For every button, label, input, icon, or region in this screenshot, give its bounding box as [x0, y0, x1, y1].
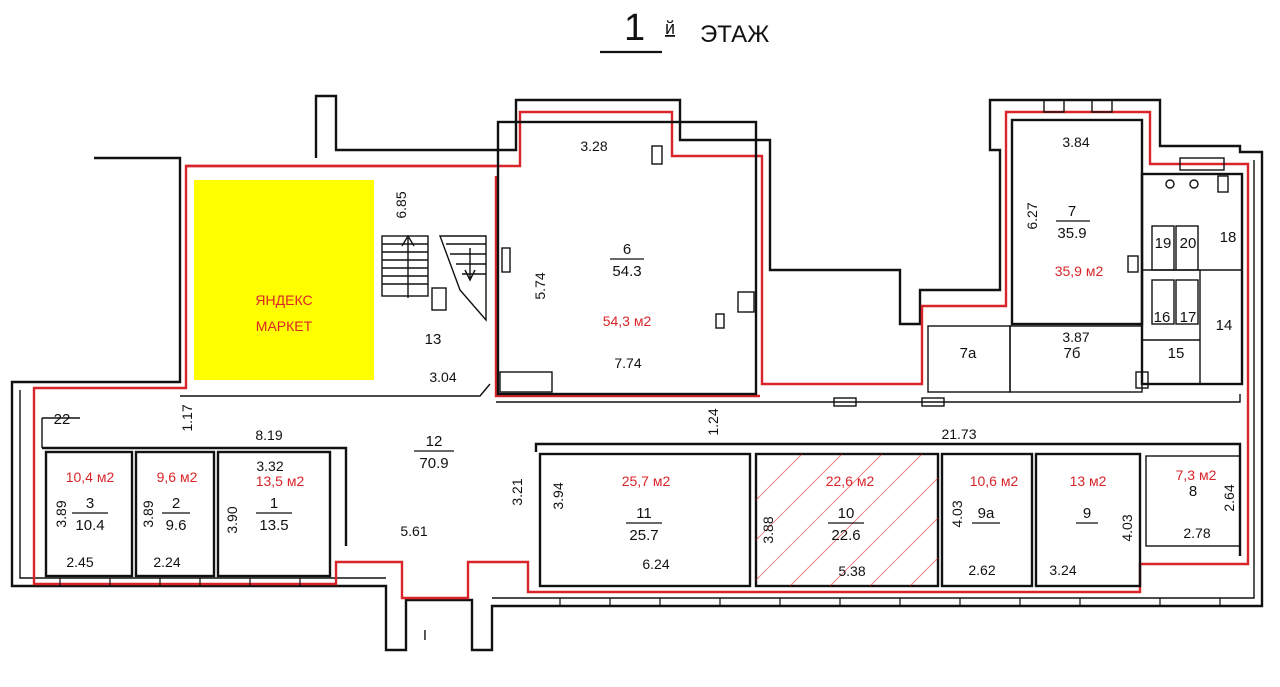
- room-10-area-label: 22,6 м2: [826, 473, 875, 489]
- room-8-area-label: 7,3 м2: [1176, 467, 1217, 483]
- room-1-number: 1: [270, 495, 278, 512]
- dim-5-38: 5.38: [838, 563, 865, 579]
- dim-1-24: 1.24: [705, 408, 721, 435]
- room-3-area-label: 10,4 м2: [66, 469, 115, 485]
- dim-3-28: 3.28: [580, 138, 607, 154]
- room-6-number: 6: [623, 241, 631, 258]
- room-12-area: 70.9: [419, 455, 448, 472]
- dim-2-64: 2.64: [1221, 484, 1237, 511]
- dim-8-19: 8.19: [255, 427, 282, 443]
- dim-3-04: 3.04: [429, 369, 456, 385]
- dim-3-32: 3.32: [256, 458, 283, 474]
- room-15-number: 15: [1168, 345, 1185, 362]
- entrance-mark: I: [423, 627, 427, 644]
- room-20-number: 20: [1180, 235, 1197, 252]
- floor-suffix: й: [665, 18, 675, 38]
- room-12-number: 12: [426, 433, 443, 450]
- room-17-number: 17: [1180, 309, 1197, 326]
- hatching-room-10: [755, 453, 939, 587]
- staircase-left: [381, 234, 429, 298]
- room-10-area: 22.6: [831, 527, 860, 544]
- room-7-area-label: 35,9 м2: [1055, 263, 1104, 279]
- dim-3-84: 3.84: [1062, 134, 1089, 150]
- room-6-area: 54.3: [612, 263, 641, 280]
- room-labels: 6 54.3 7 35.9 12 70.9 3 10.4 2 9.6 1 13.…: [54, 203, 1237, 544]
- dim-6-27: 6.27: [1024, 202, 1040, 229]
- dim-3-24: 3.24: [1049, 562, 1076, 578]
- room-6-area-label: 54,3 м2: [603, 313, 652, 329]
- room-16-number: 16: [1154, 309, 1171, 326]
- room-22-number: 22: [54, 411, 71, 428]
- dim-6-24: 6.24: [642, 556, 669, 572]
- fixtures: [499, 99, 1229, 407]
- area-labels: 54,3 м2 35,9 м2 10,4 м2 9,6 м2 13,5 м2 2…: [66, 263, 1217, 489]
- room-13-number: 13: [425, 331, 442, 348]
- room-2-number: 2: [172, 495, 180, 512]
- room-11-area: 25.7: [629, 527, 658, 544]
- dim-3-89-room3: 3.89: [53, 500, 69, 527]
- room-9a-area-label: 10,6 м2: [970, 473, 1019, 489]
- window-ticks: [59, 578, 1221, 606]
- room-1-area-label: 13,5 м2: [256, 473, 305, 489]
- yandex-market-area: [194, 180, 374, 380]
- dim-2-62: 2.62: [968, 562, 995, 578]
- dim-3-94: 3.94: [550, 482, 566, 509]
- red-outline: [32, 110, 1250, 600]
- outer-walls: [10, 94, 1264, 652]
- room-7-number: 7: [1068, 203, 1076, 220]
- dim-2-78: 2.78: [1183, 525, 1210, 541]
- room-7b-number: 7б: [1064, 345, 1081, 362]
- room-7-area: 35.9: [1057, 225, 1086, 242]
- dim-1-17: 1.17: [179, 404, 195, 431]
- room-11-area-label: 25,7 м2: [622, 473, 671, 489]
- room-3-area: 10.4: [75, 517, 104, 534]
- dimension-labels: 3.28 5.74 7.74 3.84 6.27 3.87 6.85 3.04 …: [53, 134, 1237, 579]
- dim-3-90: 3.90: [224, 506, 240, 533]
- floor-word: ЭТАЖ: [700, 21, 769, 48]
- room-2-area-label: 9,6 м2: [157, 469, 198, 485]
- room-9-number: 9: [1083, 505, 1091, 522]
- yandex-label-line2: МАРКЕТ: [256, 318, 313, 334]
- dim-5-61: 5.61: [400, 523, 427, 539]
- room-14-number: 14: [1216, 317, 1233, 334]
- dim-5-74: 5.74: [532, 272, 548, 299]
- dim-3-89-room2: 3.89: [140, 500, 156, 527]
- dim-3-88: 3.88: [760, 516, 776, 543]
- floor-title: 1 й ЭТАЖ: [600, 7, 769, 54]
- room-1-area: 13.5: [259, 517, 288, 534]
- interior-walls: [41, 118, 1244, 588]
- room-9a-number: 9а: [978, 505, 995, 522]
- dim-3-87: 3.87: [1062, 329, 1089, 345]
- floor-number: 1: [624, 7, 645, 49]
- room-9-area-label: 13 м2: [1070, 473, 1107, 489]
- room-18-number: 18: [1220, 229, 1237, 246]
- dim-4-03-room9a: 4.03: [949, 500, 965, 527]
- dim-2-24: 2.24: [153, 554, 180, 570]
- room-10-number: 10: [838, 505, 855, 522]
- dim-2-45: 2.45: [66, 554, 93, 570]
- dim-4-03-room9: 4.03: [1119, 514, 1135, 541]
- yandex-label-line1: ЯНДЕКС: [255, 292, 312, 308]
- dim-7-74: 7.74: [614, 355, 641, 371]
- room-8-number: 8: [1189, 483, 1197, 500]
- room-2-area: 9.6: [166, 517, 187, 534]
- room-11-number: 11: [636, 505, 652, 522]
- room-3-number: 3: [86, 495, 94, 512]
- dim-21-73: 21.73: [941, 426, 976, 442]
- staircase-right: [431, 235, 487, 322]
- room-7a-number: 7а: [960, 345, 977, 362]
- dim-6-85: 6.85: [393, 191, 409, 218]
- room-19-number: 19: [1155, 235, 1172, 252]
- dim-3-21: 3.21: [509, 478, 525, 505]
